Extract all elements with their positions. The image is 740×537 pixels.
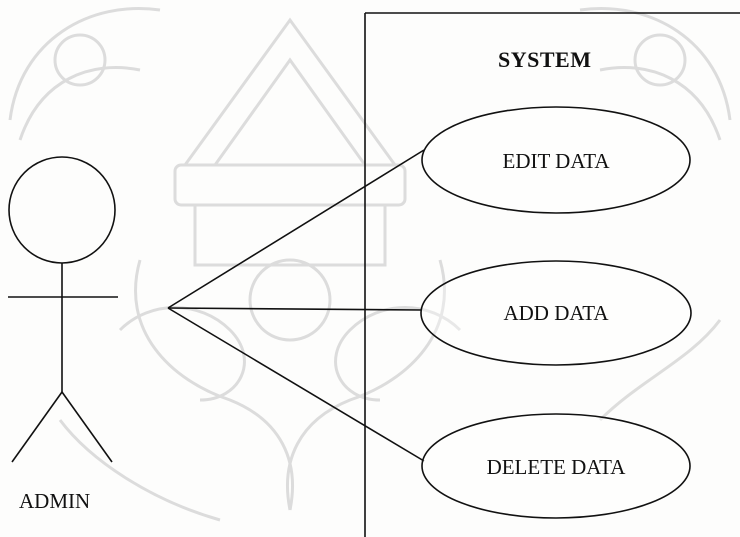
actor-stick-figure bbox=[8, 156, 118, 463]
actor-head bbox=[8, 156, 116, 264]
use-case-label-add-data: ADD DATA bbox=[503, 301, 609, 325]
association-add-data bbox=[167, 307, 422, 311]
association-lines bbox=[167, 149, 425, 462]
use-case-add-data bbox=[420, 260, 692, 366]
association-edit-data bbox=[167, 149, 425, 309]
use-case-delete-data bbox=[421, 413, 691, 519]
use-case-label-delete-data: DELETE DATA bbox=[486, 455, 626, 479]
system-boundary bbox=[364, 12, 740, 537]
use-case-label-edit-data: EDIT DATA bbox=[502, 149, 610, 173]
actor-right-leg bbox=[61, 391, 113, 463]
system-title: SYSTEM bbox=[498, 47, 592, 72]
use-case-ellipses bbox=[420, 106, 692, 519]
actor-left-leg bbox=[11, 391, 63, 463]
actor-name: ADMIN bbox=[19, 489, 91, 513]
association-delete-data bbox=[167, 307, 425, 462]
use-case-edit-data bbox=[421, 106, 691, 214]
watermark-emblem bbox=[8, 7, 732, 522]
